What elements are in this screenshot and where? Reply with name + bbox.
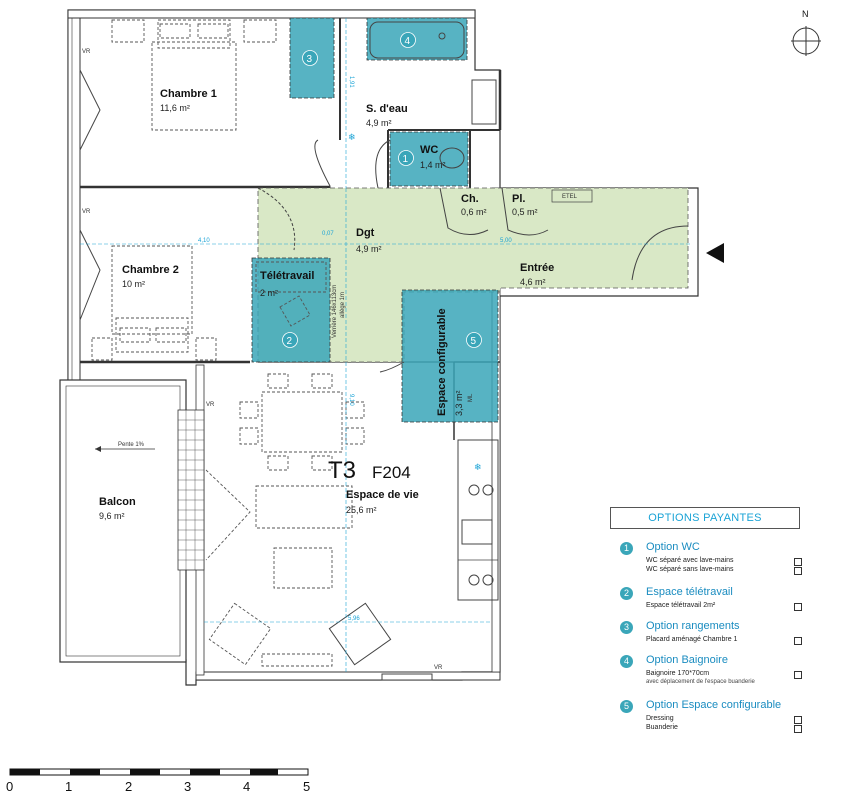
legend-option-title: Option Espace configurable — [646, 699, 782, 711]
room-chambre2-name: Chambre 2 — [122, 264, 179, 276]
legend-option-item: Espace télétravail 2m² — [646, 602, 716, 609]
allege-label: allège 1m — [340, 292, 346, 318]
legend-option-title: Option Baignoire — [646, 654, 728, 666]
room-labels: Chambre 1 11,6 m² S. d'eau 4,9 m² WC 1,4… — [82, 49, 593, 671]
room-sdeau-name: S. d'eau — [366, 103, 408, 115]
vr-label-ch1: VR — [82, 49, 91, 55]
vr-label-bottom: VR — [434, 665, 443, 671]
option-checkbox[interactable] — [794, 567, 802, 575]
option-checkbox[interactable] — [794, 558, 802, 566]
balcon-slope-label: Pente 1% — [118, 442, 145, 448]
balcony — [59, 379, 205, 663]
room-espace-config-area: 3,3 m² — [454, 390, 464, 416]
room-espace-config-name: Espace configurable — [436, 308, 448, 416]
legend-option-title: Option WC — [646, 541, 700, 553]
room-sdeau-area: 4,9 m² — [366, 118, 392, 128]
legend-option-title: Espace télétravail — [646, 586, 733, 598]
legend-badge-2: 2 — [620, 587, 633, 600]
circulation-zone — [257, 187, 689, 363]
option-checkbox[interactable] — [794, 671, 802, 679]
room-ch-area: 0,6 m² — [461, 207, 487, 217]
dim-910: 9,10 — [348, 394, 354, 406]
legend-option-item: Baignoire 170*70cm — [646, 670, 710, 677]
dimension-lines: 1,91 4,10 0,07 5,00 9,10 5,96 ❄ ❄ — [80, 18, 692, 672]
scale-tick-4: 4 — [243, 779, 250, 794]
room-teletravail-name: Télétravail — [260, 270, 314, 282]
room-ch-name: Ch. — [461, 193, 479, 205]
legend-badge-1: 1 — [620, 542, 633, 555]
option-checkbox[interactable] — [794, 716, 802, 724]
legend-option-item: Buanderie — [646, 724, 678, 731]
legend-option-item: WC séparé avec lave-mains — [646, 557, 734, 564]
scale-tick-2: 2 — [125, 779, 132, 794]
vr-label-sejour: VR — [206, 402, 215, 408]
room-espace-config-sub: ML — [468, 393, 474, 402]
apartment-ref: F204 — [372, 463, 411, 482]
room-espace-vie-name: Espace de vie — [346, 489, 419, 501]
room-chambre1-area: 11,6 m² — [160, 103, 190, 113]
room-chambre1-name: Chambre 1 — [160, 88, 217, 100]
compass-icon: N — [791, 9, 821, 56]
legend-option-sub: avec déplacement de l'espace buanderie — [646, 679, 755, 685]
legend-badge-4: 4 — [620, 655, 633, 668]
legend-badge-3: 3 — [620, 621, 633, 634]
compass-north-label: N — [802, 9, 809, 19]
scale-tick-0: 0 — [6, 779, 13, 794]
room-dgt-name: Dgt — [356, 227, 375, 239]
apartment-type: T3 — [328, 457, 356, 484]
svg-text:❄: ❄ — [348, 133, 356, 143]
plan-badges: 3 4 1 2 5 — [282, 32, 482, 348]
room-wc-area: 1,4 m² — [420, 160, 446, 170]
plan-badge-3: 3 — [307, 54, 313, 65]
room-balcon-name: Balcon — [99, 496, 136, 508]
legend-title: OPTIONS PAYANTES — [610, 507, 800, 529]
legend-option-item: Dressing — [646, 715, 674, 722]
room-dgt-area: 4,9 m² — [356, 244, 382, 254]
option-checkbox[interactable] — [794, 603, 802, 611]
option-checkbox[interactable] — [794, 637, 802, 645]
dim-500: 5,00 — [500, 238, 512, 244]
legend-option-item: Placard aménagé Chambre 1 — [646, 636, 738, 643]
plan-badge-5: 5 — [471, 336, 477, 347]
legend-badge-5: 5 — [620, 700, 633, 713]
room-wc-name: WC — [420, 144, 438, 156]
svg-text:❄: ❄ — [474, 463, 482, 473]
scale-tick-3: 3 — [184, 779, 191, 794]
options-legend: OPTIONS PAYANTES 1 Option WC WC séparé a… — [610, 507, 802, 735]
room-espace-vie-area: 25,6 m² — [346, 505, 377, 515]
verriere-label: Verrière 146x113cm — [332, 285, 338, 338]
dim-007: 0,07 — [322, 231, 334, 237]
dim-191: 1,91 — [348, 76, 354, 88]
scale-tick-5: 5 — [303, 779, 310, 794]
scale-bar: 0 1 2 3 4 5 — [6, 768, 310, 794]
dim-410: 4,10 — [198, 238, 210, 244]
room-teletravail-area: 2 m² — [260, 288, 278, 298]
plan-badge-2: 2 — [287, 336, 293, 347]
entrance-arrow-icon — [706, 243, 724, 263]
plan-badge-4: 4 — [405, 36, 411, 47]
scale-tick-1: 1 — [65, 779, 72, 794]
vr-label-ch2: VR — [82, 209, 91, 215]
dim-596: 5,96 — [348, 616, 360, 622]
room-balcon-area: 9,6 m² — [99, 511, 125, 521]
option-zones — [251, 17, 499, 423]
room-entree-area: 4,6 m² — [520, 277, 546, 287]
room-chambre2-area: 10 m² — [122, 279, 145, 289]
room-entree-name: Entrée — [520, 262, 554, 274]
legend-option-title: Option rangements — [646, 620, 740, 632]
furniture — [79, 19, 689, 681]
room-etel-name: ETEL — [562, 194, 578, 200]
plan-badge-1: 1 — [403, 154, 409, 165]
room-pl-name: Pl. — [512, 193, 525, 205]
room-pl-area: 0,5 m² — [512, 207, 538, 217]
option-checkbox[interactable] — [794, 725, 802, 733]
legend-option-item: WC séparé sans lave-mains — [646, 566, 734, 573]
